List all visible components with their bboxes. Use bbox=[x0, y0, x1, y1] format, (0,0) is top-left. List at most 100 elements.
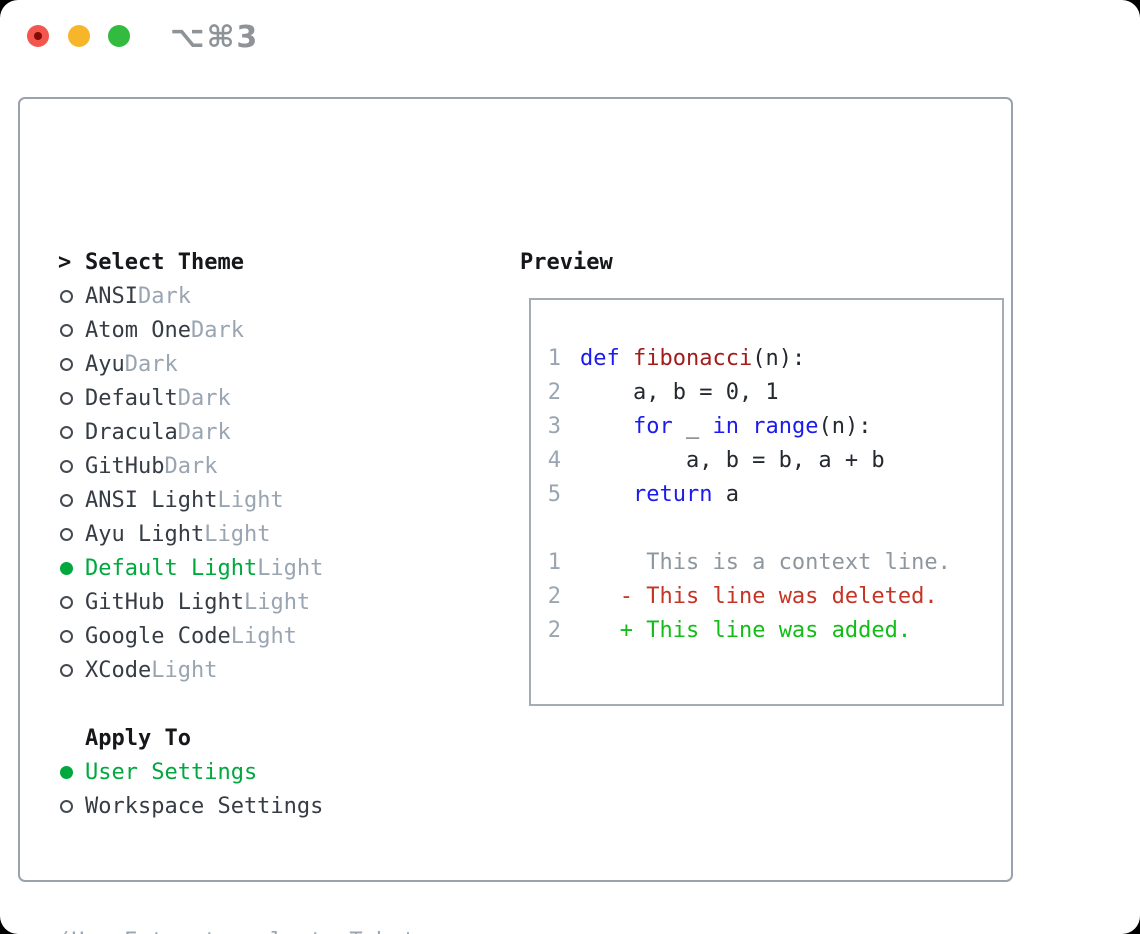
radio-icon bbox=[58, 323, 85, 337]
radio-circle-icon bbox=[60, 323, 73, 337]
code-line bbox=[547, 511, 1002, 545]
theme-variant: Light bbox=[204, 521, 271, 547]
radio-icon bbox=[58, 425, 85, 439]
theme-option[interactable]: GitHub Dark bbox=[58, 449, 323, 483]
code-token bbox=[739, 414, 752, 439]
preview-header: Preview bbox=[520, 245, 613, 279]
theme-variant: Dark bbox=[164, 453, 218, 479]
code-line: 1 def fibonacci(n): bbox=[547, 341, 1002, 375]
code-text: return a bbox=[580, 482, 739, 507]
code-token: a, b = 0, 1 bbox=[580, 379, 779, 405]
radio-icon bbox=[58, 289, 85, 303]
radio-icon bbox=[58, 595, 85, 609]
code-token: in bbox=[712, 413, 739, 439]
theme-option[interactable]: Atom One Dark bbox=[58, 313, 323, 347]
minimize-button-icon[interactable] bbox=[68, 25, 90, 47]
radio-icon bbox=[58, 663, 85, 677]
theme-option[interactable]: Dracula Dark bbox=[58, 415, 323, 449]
apply-option[interactable]: User Settings bbox=[58, 755, 323, 789]
code-text: This is a context line. bbox=[580, 550, 951, 575]
radio-icon bbox=[58, 391, 85, 405]
apply-option-label: User Settings bbox=[85, 759, 258, 785]
theme-name: GitHub bbox=[85, 453, 165, 479]
code-text: for _ in range(n): bbox=[580, 414, 871, 439]
selected-radio-icon bbox=[58, 765, 85, 779]
theme-option[interactable]: Google Code Light bbox=[58, 619, 323, 653]
zoom-button-icon[interactable] bbox=[108, 25, 130, 47]
code-token: + This line was added. bbox=[619, 617, 912, 643]
line-number: 1 bbox=[547, 345, 561, 371]
code-text: - This line was deleted. bbox=[580, 584, 938, 609]
apply-to-header: Apply To bbox=[58, 721, 323, 755]
code-text: def fibonacci(n): bbox=[580, 346, 805, 371]
theme-menu-header: > Select Theme bbox=[58, 245, 323, 279]
theme-variant: Dark bbox=[177, 419, 231, 445]
line-number: 1 bbox=[547, 549, 561, 575]
apply-to-title: Apply To bbox=[85, 725, 191, 751]
line-number: 2 bbox=[547, 379, 561, 405]
code-token bbox=[620, 346, 633, 371]
code-token: (n): bbox=[818, 413, 872, 439]
theme-menu-title: Select Theme bbox=[85, 249, 244, 275]
theme-variant: Light bbox=[230, 623, 297, 649]
theme-variant: Light bbox=[217, 487, 284, 513]
radio-icon bbox=[58, 629, 85, 643]
theme-option[interactable]: ANSI Dark bbox=[58, 279, 323, 313]
radio-icon bbox=[58, 799, 85, 813]
theme-name: XCode bbox=[85, 657, 152, 683]
close-button-icon[interactable] bbox=[27, 25, 49, 47]
code-token: return bbox=[632, 481, 713, 507]
code-line: 2 - This line was deleted. bbox=[547, 579, 1002, 613]
selection-caret-icon: > bbox=[58, 249, 72, 275]
theme-option[interactable]: Default Light Light bbox=[58, 551, 323, 585]
theme-option[interactable]: XCode Light bbox=[58, 653, 323, 687]
radio-icon bbox=[58, 357, 85, 371]
code-token: a, b = b, a + b bbox=[580, 447, 885, 473]
radio-circle-icon bbox=[60, 561, 73, 575]
code-line: 3 for _ in range(n): bbox=[547, 409, 1002, 443]
line-number: 5 bbox=[547, 481, 561, 507]
keyboard-hint: (Use Enter to select, Tab to change focu… bbox=[58, 857, 429, 934]
theme-name: Default Light bbox=[85, 555, 258, 581]
hint-line-1: (Use Enter to select, Tab to bbox=[58, 925, 429, 934]
code-token: a bbox=[712, 481, 739, 507]
theme-variant: Light bbox=[243, 589, 311, 615]
theme-variant: Light bbox=[257, 555, 324, 581]
radio-icon bbox=[58, 493, 85, 507]
theme-name: Google Code bbox=[85, 623, 231, 649]
radio-circle-icon bbox=[60, 527, 73, 541]
code-token: def bbox=[580, 345, 620, 371]
code-line: 5 return a bbox=[547, 477, 1002, 511]
theme-name: ANSI Light bbox=[85, 487, 218, 513]
code-token: (n): bbox=[752, 345, 806, 371]
theme-option[interactable]: ANSI Light Light bbox=[58, 483, 323, 517]
line-number: 4 bbox=[547, 447, 561, 473]
code-token bbox=[580, 414, 633, 439]
code-token bbox=[580, 482, 633, 507]
apply-option[interactable]: Workspace Settings bbox=[58, 789, 323, 823]
theme-option[interactable]: GitHub Light Light bbox=[58, 585, 323, 619]
code-token: _ bbox=[672, 413, 713, 439]
apply-option-label: Workspace Settings bbox=[85, 793, 324, 819]
theme-option[interactable]: Ayu Light Light bbox=[58, 517, 323, 551]
radio-circle-icon bbox=[60, 289, 73, 303]
theme-name: Default bbox=[85, 385, 178, 411]
code-token bbox=[580, 618, 620, 643]
radio-circle-icon bbox=[60, 595, 73, 609]
theme-option[interactable]: Ayu Dark bbox=[58, 347, 323, 381]
theme-option[interactable]: Default Dark bbox=[58, 381, 323, 415]
code-token: range bbox=[752, 413, 819, 439]
theme-name: Ayu Light bbox=[85, 521, 205, 547]
code-text: + This line was added. bbox=[580, 618, 911, 643]
code-line: 2 a, b = 0, 1 bbox=[547, 375, 1002, 409]
theme-variant: Dark bbox=[177, 385, 231, 411]
radio-circle-icon bbox=[60, 391, 73, 405]
radio-circle-icon bbox=[60, 425, 73, 439]
radio-circle-icon bbox=[60, 629, 73, 643]
theme-name: GitHub Light bbox=[85, 589, 244, 615]
code-token: - This line was deleted. bbox=[619, 583, 938, 609]
radio-icon bbox=[58, 527, 85, 541]
